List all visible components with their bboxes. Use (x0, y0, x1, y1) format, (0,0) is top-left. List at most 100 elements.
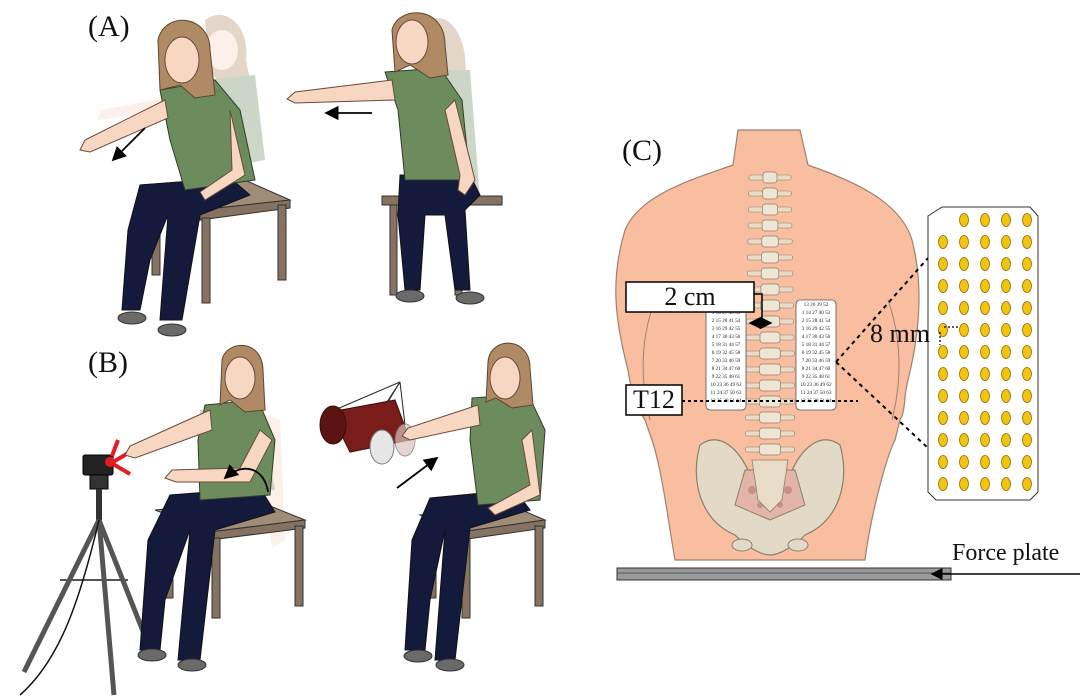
electrode-dot (960, 412, 969, 425)
electrode-dot (1002, 390, 1011, 403)
electrode-dot (1023, 236, 1032, 249)
electrode-number-row: 2 15 28 41 54 (712, 318, 741, 324)
electrode-number-row: 10 23 36 49 62 (710, 382, 742, 388)
electrode-number-row: 11 24 37 50 63 (801, 390, 832, 396)
electrode-dot (1023, 390, 1032, 403)
electrode-dot (981, 236, 990, 249)
electrode-dot (939, 236, 948, 249)
electrode-dot (1023, 258, 1032, 271)
electrode-dot (960, 390, 969, 403)
electrode-number-row: 9 22 35 48 61 (802, 374, 831, 380)
electrode-dot (981, 214, 990, 227)
electrode-dot (939, 324, 948, 337)
electrode-number-row: 5 18 31 44 57 (712, 342, 741, 348)
electrode-dot (1002, 434, 1011, 447)
electrode-number-row: 11 24 37 50 63 (711, 390, 742, 396)
electrode-dot (1002, 412, 1011, 425)
electrode-dot (960, 258, 969, 271)
electrode-number-row: 6 19 32 45 58 (712, 350, 741, 356)
seated-figure-b2 (320, 343, 545, 671)
electrode-number-row: 7 20 33 46 59 (712, 358, 741, 364)
electrode-dot (1002, 456, 1011, 469)
cylinder-weight (320, 382, 415, 464)
electrode-number-row: 5 18 31 44 57 (802, 342, 831, 348)
electrode-dot (960, 236, 969, 249)
force-plate-label: Force plate (952, 540, 1059, 566)
electrode-dot (939, 456, 948, 469)
electrode-dot (960, 478, 969, 491)
panel-a: (A) (80, 10, 502, 336)
electrode-dot (960, 280, 969, 293)
electrode-dot (981, 434, 990, 447)
seated-figure-a1 (80, 15, 290, 336)
panel-c-label: (C) (622, 134, 662, 167)
panel-c: (C) 13 26 39 52 1 14 27 40 53 2 15 28 41 5… (616, 130, 1080, 580)
electrode-number-row: 2 15 28 41 54 (802, 318, 831, 324)
panel-b-label: (B) (88, 346, 128, 379)
pitch-label: 8 mm (870, 319, 930, 348)
electrode-dot (939, 390, 948, 403)
electrode-dot (939, 280, 948, 293)
electrode-dot (1023, 324, 1032, 337)
electrode-dot (1023, 412, 1032, 425)
electrode-dot (960, 434, 969, 447)
electrode-dot (1023, 302, 1032, 315)
electrode-dot (939, 368, 948, 381)
electrode-number-row: 3 16 29 42 55 (712, 326, 741, 332)
electrode-dot (981, 258, 990, 271)
electrode-dot (1002, 478, 1011, 491)
electrode-dot (1002, 302, 1011, 315)
electrode-number-row: 3 16 29 42 55 (802, 326, 831, 332)
electrode-dot (1023, 368, 1032, 381)
electrode-dot (960, 346, 969, 359)
electrode-number-row: 13 26 39 52 (804, 302, 829, 308)
electrode-dot (981, 390, 990, 403)
electrode-dot (939, 302, 948, 315)
electrode-dot (981, 324, 990, 337)
electrode-number-row: 10 23 36 49 62 (800, 382, 832, 388)
electrode-dot (981, 478, 990, 491)
electrode-dot (1023, 478, 1032, 491)
electrode-dot (981, 280, 990, 293)
electrode-number-row: 9 22 35 48 61 (712, 374, 741, 380)
electrode-dot (981, 456, 990, 469)
electrode-dot (1002, 280, 1011, 293)
electrode-dot (1002, 324, 1011, 337)
electrode-dot (1002, 346, 1011, 359)
electrode-dot (1023, 434, 1032, 447)
electrode-dot (960, 324, 969, 337)
electrode-dot (1002, 258, 1011, 271)
electrode-dot (939, 346, 948, 359)
electrode-number-row: 4 17 30 43 56 (802, 334, 831, 340)
electrode-dot (1023, 214, 1032, 227)
electrode-dot (1023, 280, 1032, 293)
tripod-camera (20, 440, 152, 695)
electrode-dot (981, 368, 990, 381)
electrode-dot (960, 302, 969, 315)
electrode-dot (1023, 346, 1032, 359)
electrode-number-row: 8 21 34 47 60 (802, 366, 831, 372)
electrode-dot (1002, 368, 1011, 381)
electrode-dot (939, 434, 948, 447)
electrode-dot (939, 478, 948, 491)
electrode-dot (960, 368, 969, 381)
electrode-dot (981, 346, 990, 359)
panel-a-label: (A) (88, 10, 130, 43)
electrode-number-row: 1 14 27 40 53 (802, 310, 831, 316)
spacing-label: 2 cm (664, 282, 715, 311)
enlarged-electrode-grid (928, 207, 1038, 500)
electrode-dot (1002, 236, 1011, 249)
electrode-grid-left: 13 26 39 521 14 27 40 532 15 28 41 543 1… (706, 300, 746, 410)
electrode-dot (981, 412, 990, 425)
panel-b: (B) (20, 343, 545, 695)
electrode-dot (1023, 456, 1032, 469)
electrode-dot (981, 302, 990, 315)
electrode-dot (939, 258, 948, 271)
seated-figure-a2 (287, 13, 502, 304)
electrode-number-row: 6 19 32 45 58 (802, 350, 831, 356)
electrode-dot (960, 456, 969, 469)
electrode-dot (939, 412, 948, 425)
electrode-grid-right: 13 26 39 52 1 14 27 40 53 2 15 28 41 54 3 1… (796, 300, 836, 410)
electrode-number-row: 8 21 34 47 60 (712, 366, 741, 372)
